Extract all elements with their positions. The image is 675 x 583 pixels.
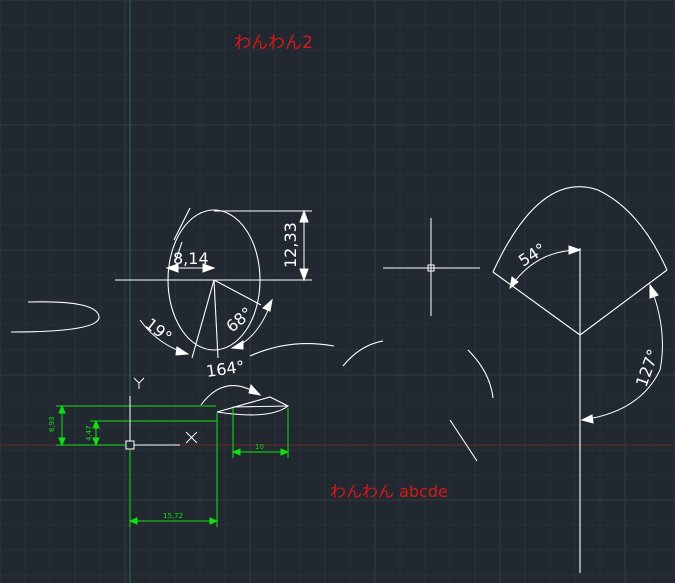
annotation-top: わんわん2 — [234, 33, 313, 53]
dim-angle-68: 68° — [222, 303, 256, 336]
ellipse-radial-1[interactable] — [191, 279, 215, 359]
dim-4-47: 4,47 — [85, 425, 93, 441]
dim-angle-19: 19° — [142, 314, 176, 346]
green-dimensions — [56, 404, 290, 527]
dim-angle-127: 127° — [632, 347, 663, 390]
dim-angle-164: 164° — [205, 357, 246, 381]
ellipse-tangent-2[interactable] — [175, 241, 183, 261]
ellipse-radial-3[interactable] — [213, 279, 262, 306]
dim-15-72: 15,72 — [163, 512, 183, 520]
geometry — [10, 186, 668, 573]
dim-10: 10 — [255, 443, 264, 451]
fan-arc[interactable] — [492, 186, 668, 273]
dimension-labels: 8,14 12,33 19° 68° 164° 54° 127° — [142, 222, 663, 389]
dim-6-93: 6,93 — [48, 416, 56, 432]
dim-angle-54: 54° — [515, 239, 549, 270]
annotation-bottom: わんわん abcde — [330, 482, 448, 501]
line-slanted[interactable] — [449, 419, 478, 462]
ellipse-radial-2[interactable] — [213, 279, 219, 359]
fan-edge-right[interactable] — [579, 269, 668, 336]
angular-dimensions — [139, 209, 663, 424]
arc-1[interactable] — [249, 342, 335, 357]
ellipse-tangent-1[interactable] — [173, 207, 191, 241]
dim-ellipse-height: 12,33 — [281, 222, 300, 268]
dim-ellipse-width: 8,14 — [173, 249, 209, 268]
arc-3[interactable] — [467, 349, 494, 399]
crosshair-cursor-icon[interactable] — [383, 218, 480, 316]
arc-2[interactable] — [342, 340, 384, 367]
wedge-edge[interactable] — [232, 405, 289, 408]
ucs-icon[interactable]: X Y — [0, 0, 198, 450]
green-dimension-labels: 6,93 4,47 10 15,72 — [48, 416, 264, 520]
fan-edge-left[interactable] — [492, 271, 581, 336]
flat-ellipse-arc[interactable] — [10, 301, 100, 333]
